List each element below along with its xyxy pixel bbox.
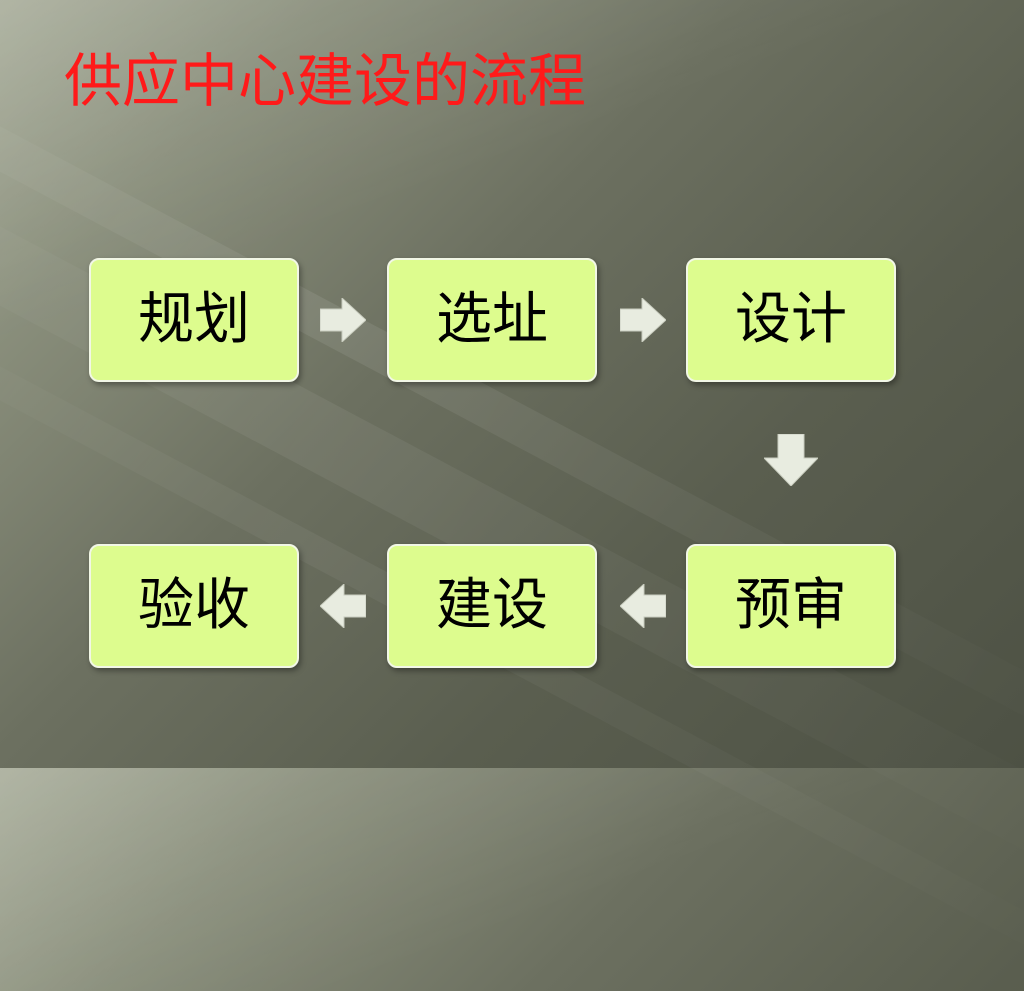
step-label: 预审 xyxy=(735,573,847,638)
step-label: 规划 xyxy=(138,287,250,352)
arrow-left-icon xyxy=(620,584,666,628)
step-label: 验收 xyxy=(138,573,250,638)
slide-title: 供应中心建设的流程 xyxy=(64,47,587,115)
step-box-planning: 规划 xyxy=(89,258,299,382)
step-box-design: 设计 xyxy=(686,258,896,382)
step-box-acceptance: 验收 xyxy=(89,544,299,668)
step-label: 设计 xyxy=(735,287,847,352)
step-label: 选址 xyxy=(436,287,548,352)
step-box-pre-review: 预审 xyxy=(686,544,896,668)
arrow-right-icon xyxy=(620,298,666,342)
arrow-right-icon xyxy=(320,298,366,342)
step-box-construction: 建设 xyxy=(387,544,597,668)
arrow-down-icon xyxy=(764,434,818,486)
step-box-site-selection: 选址 xyxy=(387,258,597,382)
arrow-left-icon xyxy=(320,584,366,628)
step-label: 建设 xyxy=(436,573,548,638)
